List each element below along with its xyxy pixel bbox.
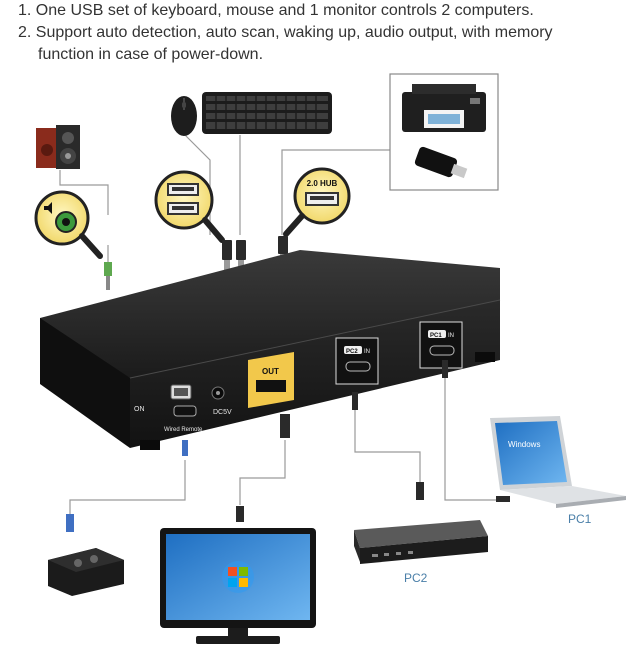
port-cables-icon — [66, 360, 448, 532]
dc-power-port: DC5V — [211, 386, 232, 416]
pc2-label: PC2 — [404, 571, 428, 585]
mouse-icon — [171, 96, 197, 136]
keyboard-icon — [202, 92, 332, 134]
note-2-continued: function in case of power-down. — [38, 46, 264, 63]
windows-label: Windows — [508, 440, 540, 449]
on-label: ON — [134, 406, 145, 413]
wired-remote-icon — [48, 548, 124, 596]
usb-flash-drive-icon — [414, 146, 468, 179]
pc2-in-suffix: IN — [364, 349, 370, 355]
power-switch: ON — [134, 384, 192, 413]
note-2: 2. Support auto detection, auto scan, wa… — [18, 24, 553, 41]
out-label: OUT — [262, 367, 279, 376]
monitor-icon — [160, 528, 316, 644]
pc1-in-port: PC1 IN — [419, 321, 463, 369]
usb-plugs-icon — [222, 240, 246, 270]
pc1-laptop-icon: Windows — [490, 416, 626, 508]
speakers-icon — [36, 125, 80, 169]
pc2-in-port: PC2 IN — [335, 337, 379, 385]
printer-icon — [402, 84, 486, 132]
hdmi-out-port: OUT — [248, 352, 294, 408]
pc1-in-suffix: IN — [448, 333, 454, 339]
wired-remote-label: Wired Remote — [164, 427, 203, 433]
note-1: 1. One USB set of keyboard, mouse and 1 … — [18, 2, 534, 19]
pc1-in-label: PC1 — [430, 333, 442, 339]
audio-port-magnifier-icon — [34, 190, 103, 259]
pc2-computer-icon — [354, 520, 488, 564]
wired-remote-port: Wired Remote — [164, 405, 203, 433]
hub-label: 2.0 HUB — [307, 179, 338, 188]
kvm-switch — [40, 250, 501, 450]
feature-notes: 1. One USB set of keyboard, mouse and 1 … — [18, 0, 628, 66]
pc2-in-label: PC2 — [346, 349, 358, 355]
usb-hub-magnifier-icon: 2.0 HUB — [283, 167, 351, 237]
usb-ports-magnifier-icon — [154, 170, 225, 243]
connection-lines — [59, 134, 500, 520]
dc-label: DC5V — [213, 409, 232, 416]
windows-logo-icon — [222, 561, 254, 593]
pc1-label: PC1 — [568, 512, 592, 526]
audio-plug-icon — [104, 262, 112, 290]
